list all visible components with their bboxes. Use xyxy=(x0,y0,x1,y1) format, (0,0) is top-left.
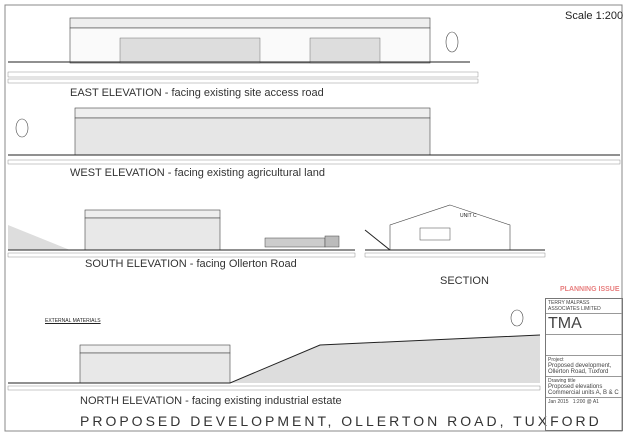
section-title: SECTION xyxy=(440,275,489,287)
drawing-label: Drawing title xyxy=(548,378,576,384)
drawing-title: Proposed elevations Commercial units A, … xyxy=(548,384,619,396)
planning-issue-label: PLANNING ISSUE xyxy=(560,286,620,293)
west-elevation-title: WEST ELEVATION - facing existing agricul… xyxy=(70,167,325,179)
south-elevation-title: SOUTH ELEVATION - facing Ollerton Road xyxy=(85,258,297,270)
main-title: PROPOSED DEVELOPMENT, OLLERTON ROAD, TUX… xyxy=(80,413,602,429)
project-name: Proposed development, Ollerton Road, Tux… xyxy=(548,363,612,375)
section-unit-label: UNIT C xyxy=(460,213,477,219)
title-block: TERRY MALPASS ASSOCIATES LIMITED TMA Pro… xyxy=(545,298,623,431)
scale-label: Scale 1:200 xyxy=(565,10,624,22)
drawing-date: Jan 2015 xyxy=(548,399,569,405)
drawing-scale: 1:200 @ A1 xyxy=(572,399,599,405)
north-elevation-title: NORTH ELEVATION - facing existing indust… xyxy=(80,395,342,407)
east-elevation-drawing xyxy=(7,17,479,84)
west-elevation-drawing xyxy=(7,107,621,165)
section-drawing xyxy=(364,204,546,258)
project-label: Project xyxy=(548,357,564,363)
south-elevation-drawing xyxy=(7,209,356,258)
sheet-border xyxy=(4,4,623,432)
company-name: TERRY MALPASS ASSOCIATES LIMITED xyxy=(546,299,622,314)
tma-logo: TMA xyxy=(546,314,622,335)
east-elevation-title: EAST ELEVATION - facing existing site ac… xyxy=(70,87,324,99)
materials-heading: EXTERNAL MATERIALS xyxy=(45,318,101,324)
north-elevation-drawing xyxy=(7,309,541,391)
